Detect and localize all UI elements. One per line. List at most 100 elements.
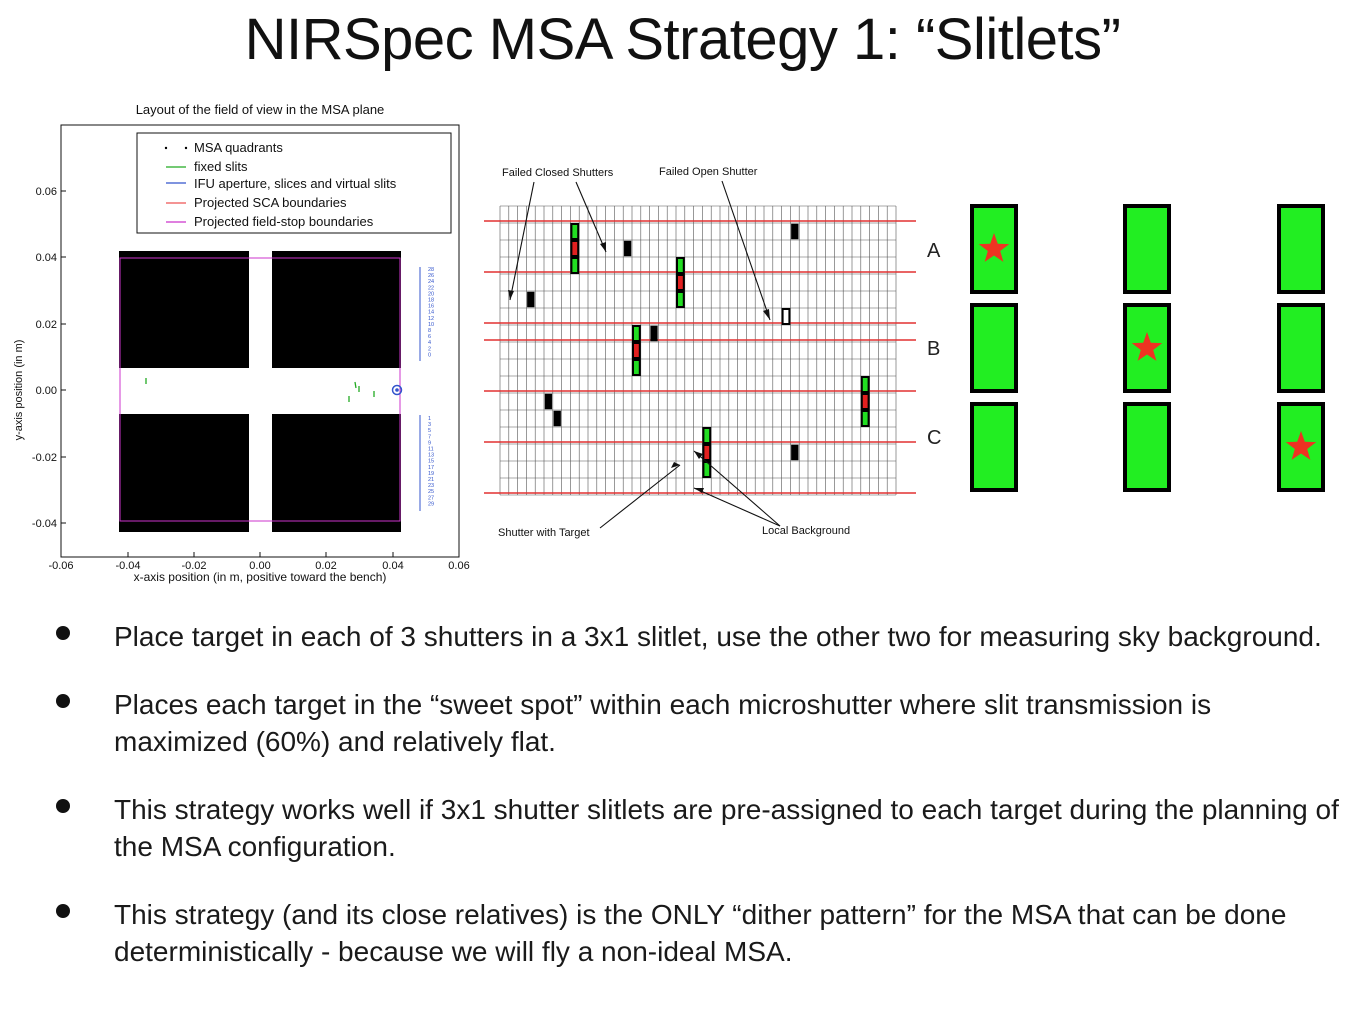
- failed-closed-shutter: [623, 240, 632, 257]
- ifu-slice-label: 4: [428, 340, 431, 346]
- failed-closed-shutter: [650, 325, 658, 342]
- page-title: NIRSpec MSA Strategy 1: “Slitlets”: [244, 7, 1121, 72]
- ifu-slice-label: 2: [428, 346, 431, 352]
- y-tick-label: 0.06: [36, 186, 57, 198]
- x-tick-label: 0.04: [382, 560, 403, 572]
- slitlet-shutter-box: [1277, 204, 1325, 294]
- local-background-shutter: [860, 376, 870, 393]
- bullet-text: This strategy (and its close relatives) …: [114, 899, 1287, 967]
- bullet-item: Place target in each of 3 shutters in a …: [50, 618, 1340, 655]
- y-tick-label: 0.00: [36, 385, 57, 397]
- msa-quadrant-bottom-right: [272, 414, 401, 532]
- target-star-icon: [1131, 332, 1163, 361]
- local-background-shutter: [676, 257, 685, 274]
- ifu-slice-label: 14: [428, 310, 434, 316]
- x-tick-label: 0.00: [249, 560, 270, 572]
- arrow-background-1: [693, 450, 781, 527]
- failed-closed-shutter: [553, 410, 561, 427]
- x-tick-label: 0.06: [448, 560, 469, 572]
- local-background-shutter: [860, 410, 870, 427]
- ifu-slice-label: 8: [428, 328, 431, 334]
- row-label-a: A: [927, 240, 941, 262]
- ifu-slice-label: 3: [428, 422, 431, 428]
- ifu-slice-label: 11: [428, 447, 434, 453]
- bullet-text: This strategy works well if 3x1 shutter …: [114, 794, 1339, 862]
- ifu-slice-label: 10: [428, 322, 434, 328]
- y-tick-label: 0.04: [36, 252, 57, 264]
- label-failed-open-shutter: Failed Open Shutter: [659, 166, 758, 178]
- local-background-shutter: [570, 257, 580, 274]
- shutter-grid: [499, 205, 897, 496]
- failed-closed-shutter: [791, 223, 799, 240]
- target-star-icon: [978, 233, 1010, 262]
- ifu-slice-label: 26: [428, 273, 434, 279]
- bullet-item: This strategy (and its close relatives) …: [50, 896, 1340, 970]
- local-background-shutter: [632, 325, 641, 342]
- arrow-failed-closed-1: [509, 181, 535, 301]
- local-background-shutter: [676, 291, 685, 308]
- slit-row-boundaries: [484, 220, 916, 494]
- plot-title: Layout of the field of view in the MSA p…: [136, 102, 385, 117]
- msa-quadrant-bottom-left: [119, 414, 249, 532]
- target-shutter: [632, 342, 641, 359]
- x-tick-label: -0.06: [48, 560, 73, 572]
- y-tick-label: -0.02: [32, 452, 57, 464]
- legend-label-field-stop: Projected field-stop boundaries: [194, 214, 374, 229]
- failed-open-shutter: [781, 308, 791, 325]
- y-tick-label: -0.04: [32, 518, 57, 530]
- row-label-c: C: [927, 427, 941, 449]
- ifu-slice-label: 12: [428, 316, 434, 322]
- slitlet-shutter-box: [1277, 303, 1325, 393]
- field-stop-boundary: [119, 257, 401, 522]
- ifu-slice-label: 17: [428, 465, 434, 471]
- arrow-failed-closed-2: [575, 181, 607, 253]
- ifu-slice-label: 20: [428, 291, 434, 297]
- ifu-slice-label: 29: [428, 501, 434, 507]
- msa-quadrant-top-right: [272, 251, 401, 368]
- bullet-list: Place target in each of 3 shutters in a …: [50, 618, 1340, 1001]
- row-label-b: B: [927, 338, 940, 360]
- ifu-slice-label: 15: [428, 459, 434, 465]
- local-background-shutter: [570, 223, 580, 240]
- bullet-text: Places each target in the “sweet spot” w…: [114, 689, 1212, 757]
- fixed-slits: [145, 378, 375, 402]
- bullet-dot: [56, 904, 70, 918]
- ifu-slice-label: 18: [428, 298, 434, 304]
- bullet-text: Place target in each of 3 shutters in a …: [114, 621, 1322, 652]
- ifu-slice-label: 0: [428, 352, 431, 358]
- bullet-dot: [56, 799, 70, 813]
- target-shutter: [676, 274, 685, 291]
- msa-layout-plot: Layout of the field of view in the MSA p…: [13, 102, 470, 584]
- ifu-slice-label: 27: [428, 495, 434, 501]
- ifu-slice-label: 22: [428, 285, 434, 291]
- target-shutter: [860, 393, 870, 410]
- slitlet-shutter-box: [1123, 402, 1171, 492]
- slitlet-dither-diagram: A B C: [927, 204, 1325, 492]
- special-shutters: [527, 223, 870, 478]
- target-star-icon: [1285, 431, 1317, 460]
- y-tick-label: 0.02: [36, 319, 57, 331]
- ifu-slice-label: 6: [428, 334, 431, 340]
- x-tick-label: -0.04: [115, 560, 140, 572]
- ifu-slice-label: 16: [428, 304, 434, 310]
- failed-closed-shutter: [791, 444, 799, 461]
- label-shutter-with-target: Shutter with Target: [498, 527, 590, 539]
- ifu-aperture-marker: [391, 384, 403, 396]
- y-axis-label: y-axis position (in m): [13, 340, 25, 441]
- legend-label-sca: Projected SCA boundaries: [194, 195, 347, 210]
- ifu-slice-label: 24: [428, 279, 434, 285]
- failed-closed-shutter: [527, 291, 535, 308]
- label-failed-closed-shutters: Failed Closed Shutters: [502, 167, 614, 179]
- legend-label-fixed-slits: fixed slits: [194, 159, 248, 174]
- slitlet-shutter-box: [970, 402, 1018, 492]
- ifu-slice-label: 13: [428, 453, 434, 459]
- ifu-slice-label: 21: [428, 477, 434, 483]
- ifu-slice-label: 7: [428, 434, 431, 440]
- ifu-slice-label: 9: [428, 440, 431, 446]
- arrow-target: [599, 464, 681, 529]
- legend-label-ifu: IFU aperture, slices and virtual slits: [194, 176, 397, 191]
- arrow-background-2: [693, 487, 781, 527]
- bullet-item: This strategy works well if 3x1 shutter …: [50, 791, 1340, 865]
